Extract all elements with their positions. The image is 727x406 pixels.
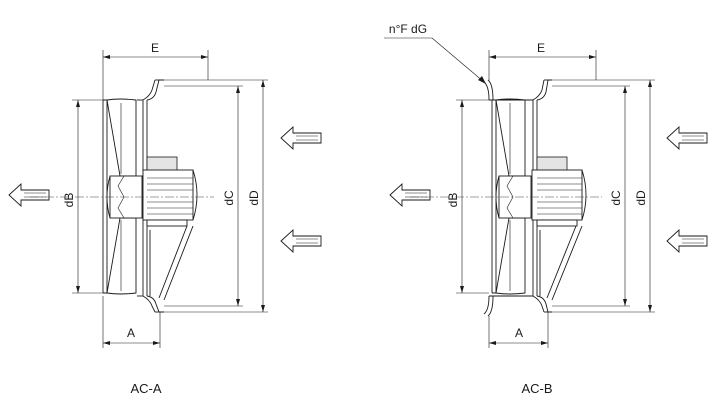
inlet-airflow-arrow-upper bbox=[666, 126, 708, 150]
motor bbox=[142, 156, 198, 227]
dimension-dc: dC bbox=[552, 85, 630, 307]
view-caption: AC-A bbox=[130, 381, 161, 396]
dimension-db: dB bbox=[62, 99, 103, 294]
dimension-db: dB bbox=[446, 99, 489, 294]
impeller-blades bbox=[102, 98, 137, 295]
outlet-airflow-arrow bbox=[389, 183, 431, 207]
motor bbox=[531, 156, 587, 227]
dimension-a: A bbox=[488, 312, 549, 348]
dimension-dd-label: dD bbox=[247, 190, 261, 206]
dimension-a-label: A bbox=[127, 326, 135, 340]
dimension-a: A bbox=[102, 296, 161, 348]
dimension-a-label: A bbox=[515, 326, 523, 340]
flange-callout-label: n°F dG bbox=[389, 22, 427, 36]
inlet-airflow-arrow-lower bbox=[280, 229, 322, 253]
view-ac-a: E dB dC dD bbox=[8, 41, 322, 396]
motor-support-struts bbox=[539, 225, 583, 301]
motor-support-struts bbox=[149, 225, 194, 301]
dimension-dc-label: dC bbox=[609, 190, 623, 206]
dimension-dd: dD bbox=[552, 79, 655, 313]
view-ac-b: n°F dG E dB dC bbox=[384, 22, 708, 396]
dimension-dd-label: dD bbox=[634, 190, 648, 206]
dimension-db-label: dB bbox=[62, 193, 76, 208]
inlet-airflow-arrow-upper bbox=[280, 126, 322, 150]
dimension-e: E bbox=[102, 41, 209, 100]
flange-callout: n°F dG bbox=[384, 22, 486, 84]
dimension-e-label: E bbox=[151, 41, 159, 55]
view-caption: AC-B bbox=[521, 381, 552, 396]
dimension-dc-label: dC bbox=[222, 190, 236, 206]
dimension-db-label: dB bbox=[446, 193, 460, 208]
dimension-dc: dC bbox=[164, 85, 243, 307]
dimension-e: E bbox=[488, 41, 597, 80]
dimension-e-label: E bbox=[537, 41, 545, 55]
dimension-dd: dD bbox=[164, 79, 268, 313]
inlet-airflow-arrow-lower bbox=[666, 229, 708, 253]
outlet-airflow-arrow bbox=[8, 183, 50, 207]
